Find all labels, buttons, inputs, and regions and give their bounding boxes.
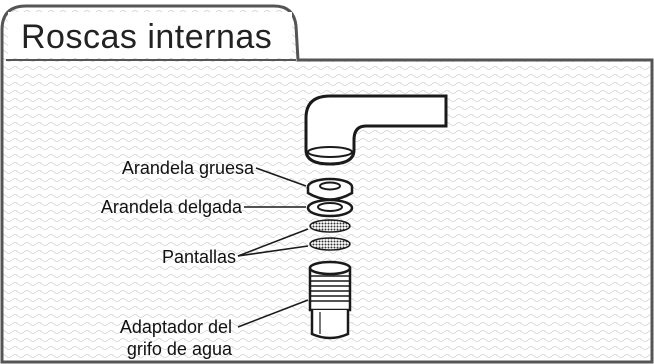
leader-lines [237, 167, 309, 328]
thin-washer [306, 198, 354, 218]
thick-washer [306, 177, 354, 201]
faucet-adapter [308, 260, 352, 340]
label-thin-washer: Arandela delgada [100, 197, 242, 217]
screen-upper [309, 219, 351, 233]
label-adapter-line2: grifo de agua [126, 339, 232, 359]
label-adapter-line1: Adaptador del [119, 317, 232, 337]
label-screens: Pantallas [161, 247, 236, 267]
screen-lower [309, 237, 351, 251]
faucet-spout [304, 94, 448, 166]
label-thick-washer: Arandela gruesa [121, 158, 254, 178]
panel-title: Roscas internas [21, 18, 273, 56]
